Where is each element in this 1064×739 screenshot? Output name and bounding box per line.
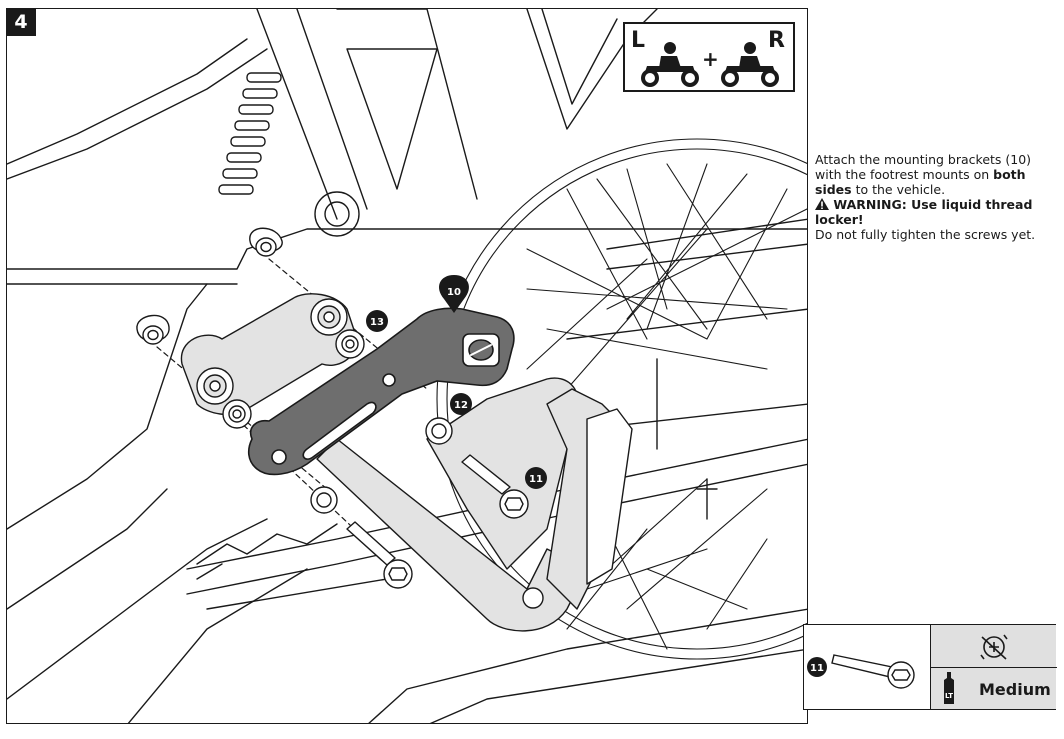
assembly-illustration: 10 13 12 11 (7, 9, 807, 723)
svg-text:10: 10 (447, 287, 461, 298)
frame-mount-bosses (136, 227, 283, 345)
svg-text:11: 11 (529, 474, 543, 485)
callout-bracket: 10 (439, 275, 469, 313)
left-side-label: L (631, 28, 646, 53)
both-sides-indicator: L R + (623, 22, 795, 92)
motorcycle-rider-left-icon (641, 42, 699, 87)
locker-strength-panel: LT Medium (930, 625, 1057, 709)
mounting-bracket-10 (247, 307, 515, 476)
footrest-mount (180, 293, 633, 632)
rear-wheel (436, 138, 807, 660)
frame-vents (218, 72, 282, 195)
warning-message: WARNING: Use liquid thread locker! (815, 197, 1033, 227)
warning-triangle-icon (815, 198, 829, 210)
legend-divider (931, 667, 1057, 668)
no-pneumatic-impact-icon (980, 634, 1008, 660)
callout-bolt: 11 (525, 467, 547, 489)
washers-12 (310, 417, 453, 514)
svg-text:13: 13 (370, 317, 384, 328)
thread-locker-bottle-icon: LT (944, 672, 954, 704)
right-side-label: R (768, 28, 785, 53)
svg-text:12: 12 (454, 400, 468, 411)
instruction-step: Attach the mounting brackets (10) with t… (815, 152, 1032, 197)
instruction-text: Attach the mounting brackets (10) with t… (815, 152, 1055, 242)
svg-text:11: 11 (810, 663, 824, 674)
svg-text:LT: LT (945, 692, 953, 700)
tightening-note: Do not fully tighten the screws yet. (815, 227, 1036, 242)
bolt-11-part-illustration: 11 (807, 654, 915, 689)
bolts-11 (346, 454, 529, 589)
illustration-panel: 10 13 12 11 (6, 8, 808, 724)
motorcycle-rider-right-icon (721, 42, 779, 87)
spacers-13 (222, 329, 365, 429)
callout-washer: 12 (450, 393, 472, 415)
step-number: 4 (6, 8, 36, 36)
locker-strength-label: Medium (979, 680, 1051, 699)
plus-sign: + (702, 47, 719, 71)
callout-spacer: 13 (366, 310, 388, 332)
thread-locker-legend: 11 LT Medium (803, 624, 1057, 710)
